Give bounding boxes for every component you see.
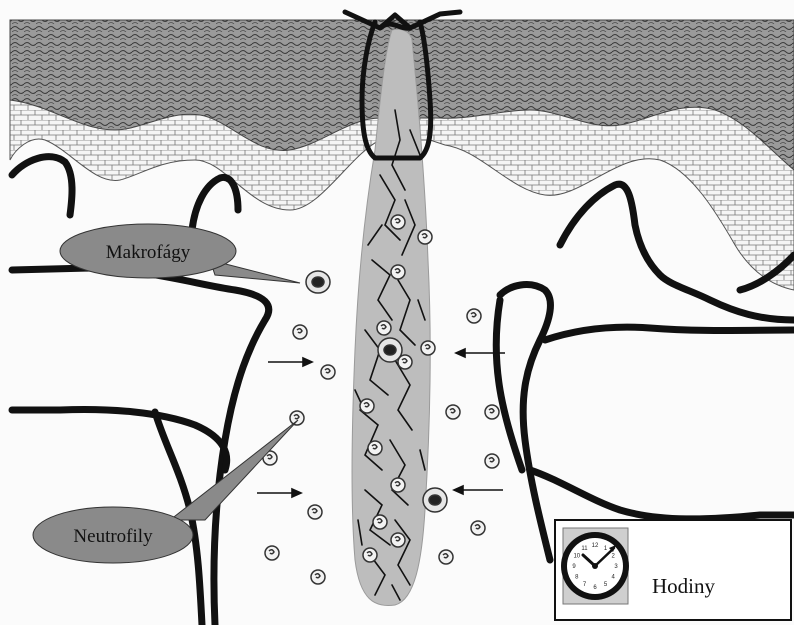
- neutrophil-cell-icon: [391, 533, 405, 547]
- neutrophil-cell-icon: [293, 325, 307, 339]
- neutrophil-cell-icon: [377, 321, 391, 335]
- clock-label: Hodiny: [652, 574, 716, 598]
- clock-number: 12: [592, 543, 599, 549]
- neutrophil-cell-icon: [321, 365, 335, 379]
- neutrophils-label: Neutrofily: [73, 526, 153, 547]
- neutrophil-cell-icon: [391, 215, 405, 229]
- neutrophil-cell-icon: [360, 399, 374, 413]
- neutrophil-cell-icon: [391, 265, 405, 279]
- macrophage-cell-icon: [423, 488, 447, 512]
- neutrophil-cell-icon: [373, 515, 387, 529]
- neutrophil-cell-icon: [467, 309, 481, 323]
- neutrophil-cell-icon: [439, 550, 453, 564]
- neutrophil-cell-icon: [391, 478, 405, 492]
- macrophage-cell-icon: [378, 338, 402, 362]
- neutrophil-cell-icon: [485, 454, 499, 468]
- neutrophil-cell-icon: [368, 441, 382, 455]
- neutrophil-cell-icon: [485, 405, 499, 419]
- neutrophil-cell-icon: [308, 505, 322, 519]
- neutrophil-cell-icon: [265, 546, 279, 560]
- neutrophil-cell-icon: [418, 230, 432, 244]
- macrophage-cell-icon: [306, 271, 330, 293]
- neutrophil-cell-icon: [421, 341, 435, 355]
- neutrophil-cell-icon: [290, 411, 304, 425]
- neutrophil-cell-icon: [471, 521, 485, 535]
- neutrophil-cell-icon: [363, 548, 377, 562]
- clock-number: 11: [581, 546, 588, 552]
- neutrophil-cell-icon: [311, 570, 325, 584]
- macrophages-label: Makrofágy: [106, 242, 191, 263]
- neutrophil-cell-icon: [446, 405, 460, 419]
- clock-number: 10: [573, 554, 580, 560]
